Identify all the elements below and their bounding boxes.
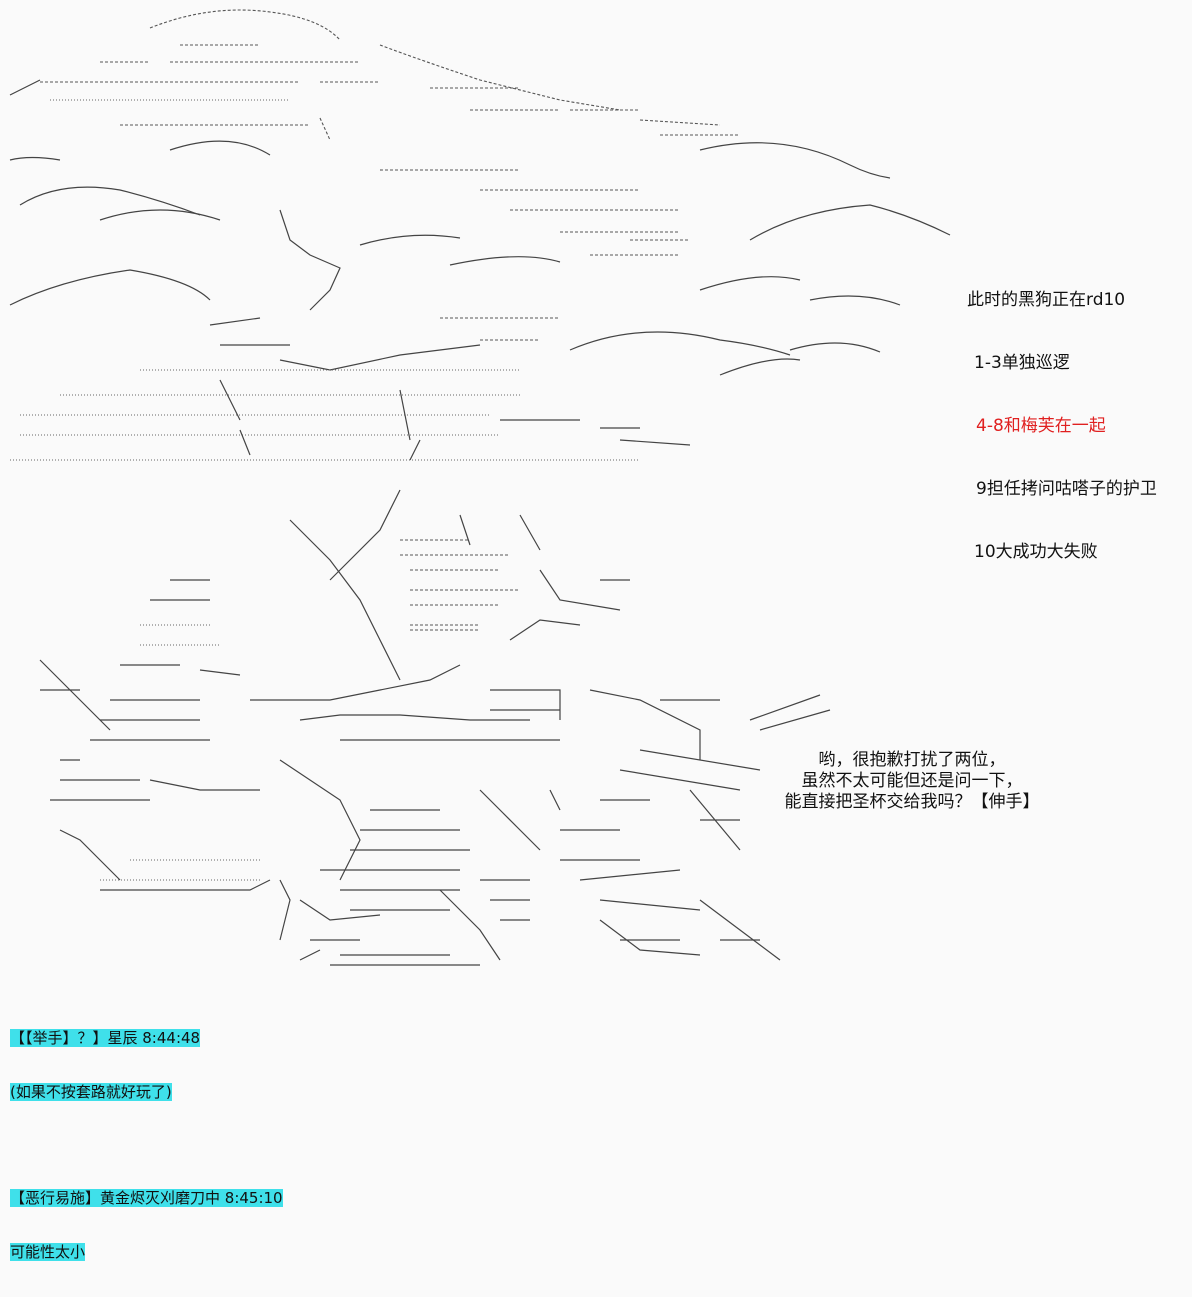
note-line-5: 10大成功大失败 [974, 542, 1098, 562]
speech-line-2: 虽然不太可能但还是问一下， [801, 771, 1023, 791]
ascii-art-illustration [9, 9, 951, 966]
speech-line-1: 哟，很抱歉打扰了两位， [818, 750, 1006, 770]
dialogue-speech: 哟，很抱歉打扰了两位， 虽然不太可能但还是问一下， 能直接把圣杯交给我吗？【伸手… [762, 750, 1062, 813]
chat-header: 【【举手】？】星辰 8:44:48 [10, 1029, 201, 1047]
chat-header: 【恶行易施】黄金烬灭刈磨刀中 8:45:10 [10, 1189, 283, 1207]
chat-log: 【【举手】？】星辰 8:44:48 (如果不按套路就好玩了) 【恶行易施】黄金烬… [10, 993, 283, 1297]
chat-body: 可能性太小 [10, 1243, 86, 1261]
speech-line-3: 能直接把圣杯交给我吗？【伸手】 [784, 792, 1040, 812]
note-line-1: 此时的黑狗正在rd10 [967, 290, 1126, 310]
note-line-2: 1-3单独巡逻 [974, 353, 1070, 373]
status-notes: 此时的黑狗正在rd10 1-3单独巡逻 4-8和梅芙在一起 9担任拷问咕嗒子的护… [967, 248, 1157, 584]
creature-figure-drawing [39, 489, 831, 966]
chat-message: 【恶行易施】黄金烬灭刈磨刀中 8:45:10 可能性太小 [10, 1153, 283, 1297]
chat-message: 【【举手】？】星辰 8:44:48 (如果不按套路就好玩了) [10, 993, 283, 1137]
landscape-scene [9, 9, 951, 461]
note-line-4: 9担任拷问咕嗒子的护卫 [976, 479, 1157, 499]
chat-body: (如果不按套路就好玩了) [10, 1083, 172, 1101]
note-line-3: 4-8和梅芙在一起 [976, 416, 1106, 436]
